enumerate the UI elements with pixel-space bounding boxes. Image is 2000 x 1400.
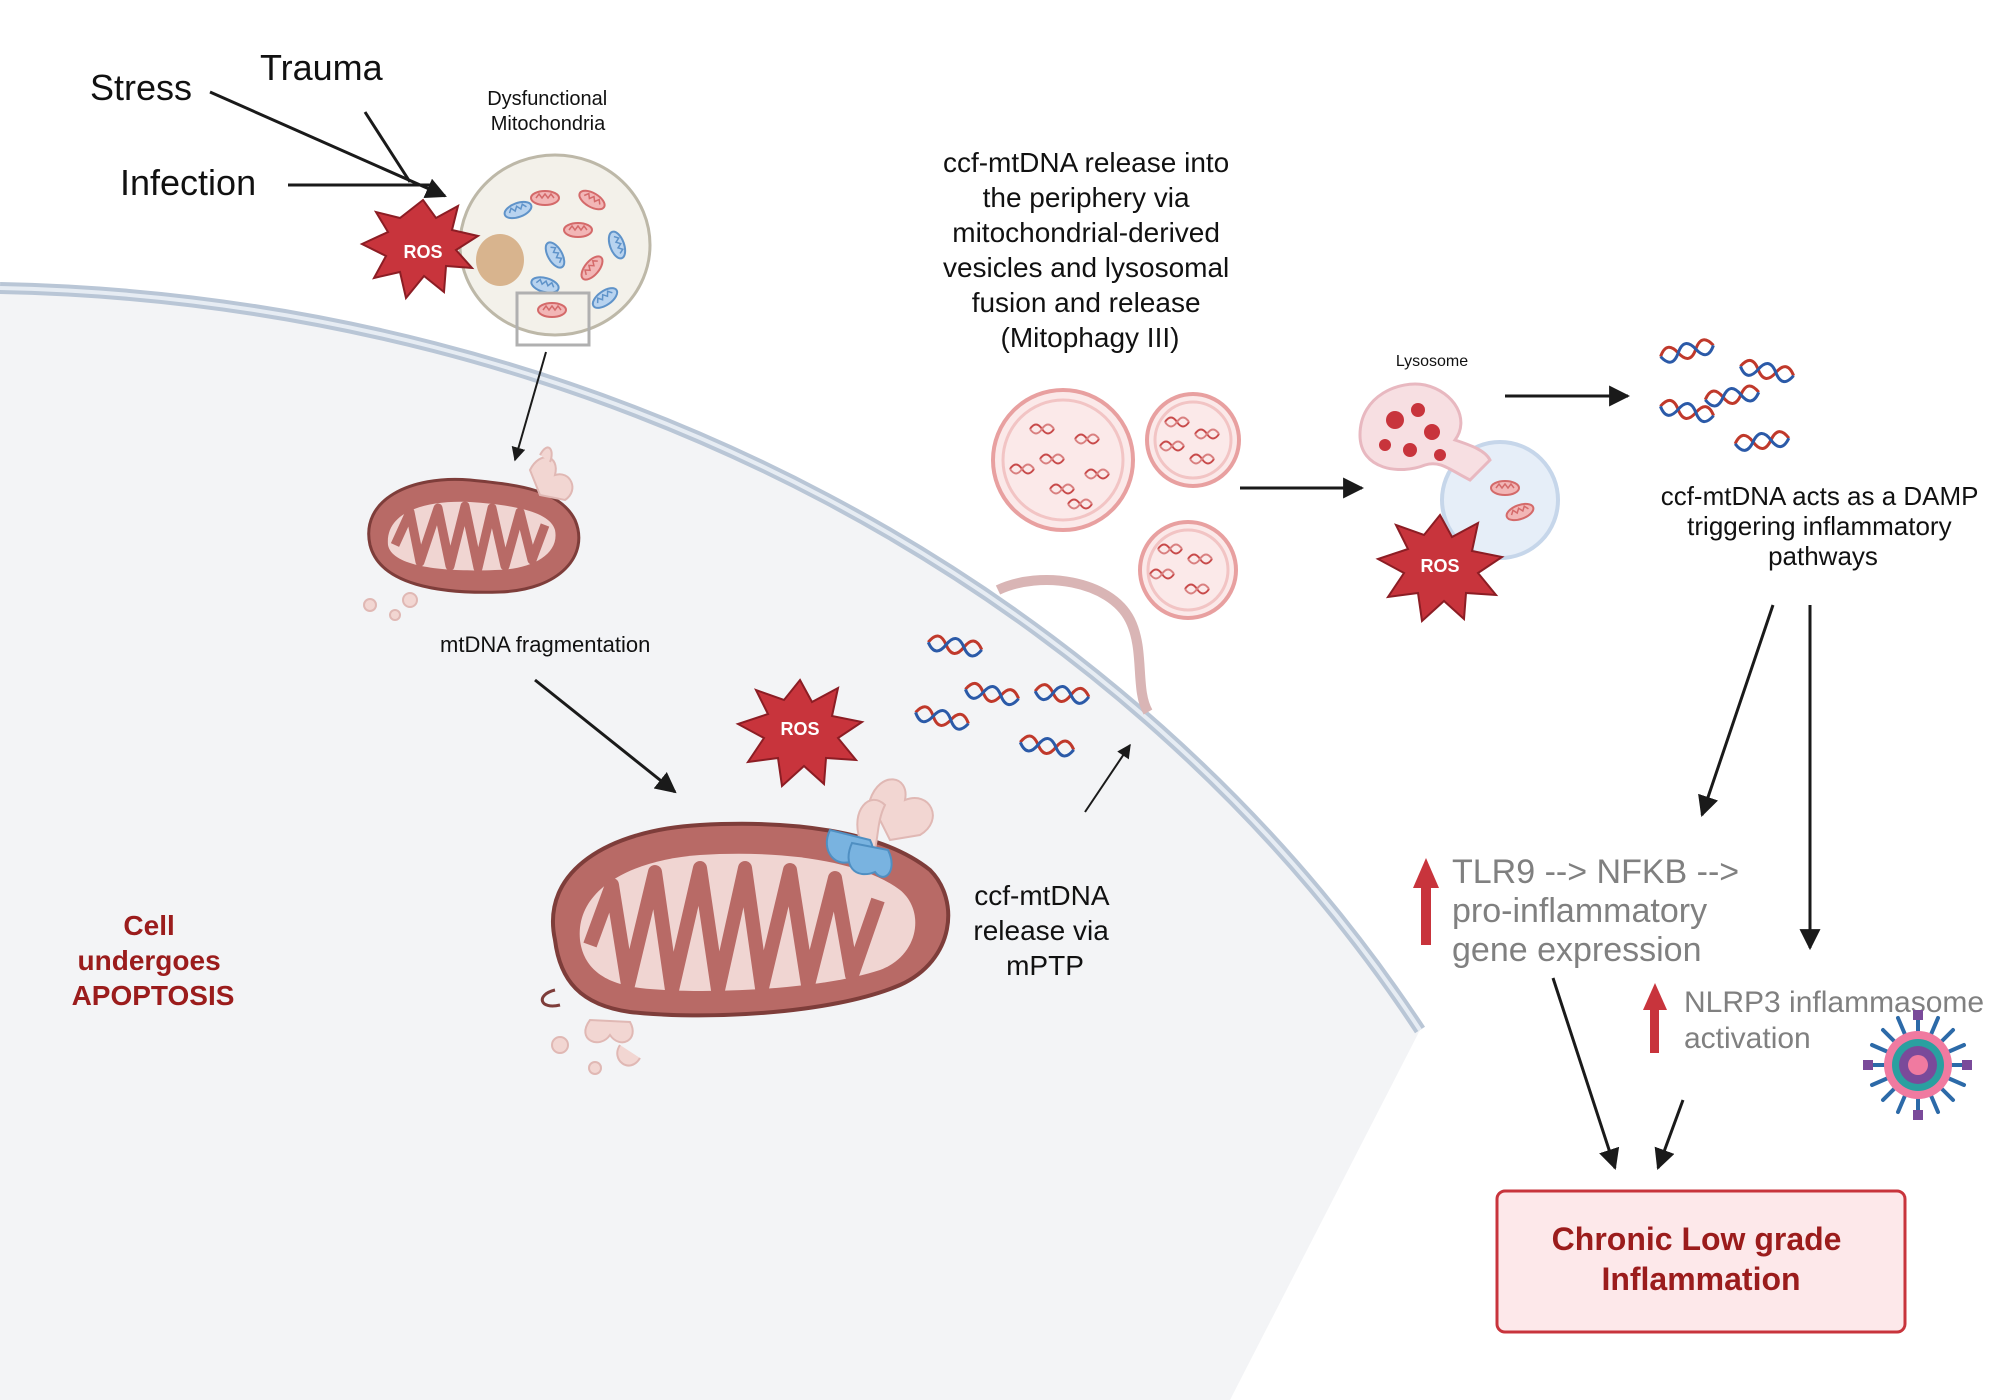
arrow-tlr9-to-outcome [1551,977,1620,1170]
exocytosis-membrane [995,575,1153,715]
svg-text:ROS: ROS [1420,556,1459,576]
trigger-trauma: Trauma [260,47,384,88]
nlrp3-label: NLRP3 inflammasome activation [1684,986,1992,1055]
lysosome-label: Lysosome [1396,353,1468,370]
outcome-box [1495,1189,1907,1334]
arrow-to-large-mito [534,678,677,794]
vesicle-bottom-right [1138,520,1238,620]
tlr9-label: TLR9 --> NFKB --> pro-inflammatory gene … [1452,853,1749,969]
svg-text:ROS: ROS [780,719,819,739]
trigger-stress: Stress [90,67,192,108]
lysosome-fusion-icon [1358,382,1560,560]
svg-text:ROS: ROS [403,242,442,262]
ros-burst-2: ROS [735,678,865,789]
ros-burst-1: ROS [359,198,481,301]
arrow-trauma [363,111,412,183]
outcome-label: Chronic Low grade Inflammation [1552,1221,1851,1297]
arrow-mtdna-out [1084,743,1131,813]
trigger-infection: Infection [120,162,256,203]
dysfunctional-mito-label: Dysfunctional Mitochondria [487,88,613,135]
arrow-nlrp3-to-outcome [1654,1099,1685,1170]
nlrp3-up-arrow [1643,983,1667,1053]
inflammasome-icon [1863,1010,1972,1120]
ros-burst-3: ROS [1375,513,1505,624]
vesicle-large [991,388,1135,532]
free-mtdna-cluster [1657,336,1797,453]
vesicle-top-right [1145,392,1241,488]
damp-label: ccf-mtDNA acts as a DAMP triggering infl… [1661,481,1986,571]
arrow-to-fragmentation [511,351,547,462]
mtdna-fragmentation-label: mtDNA fragmentation [440,632,650,657]
dysfunctional-cell-icon [458,153,652,347]
arrow-stress [209,90,447,198]
mptp-release-label: ccf-mtDNA release via mPTP [973,880,1116,981]
fragmented-mito-small [363,446,581,621]
tlr9-up-arrow [1413,858,1439,945]
large-mitochondrion [541,778,951,1075]
periphery-release-label: ccf-mtDNA release into the periphery via… [943,147,1237,353]
arrow-to-tlr9 [1698,604,1775,817]
apoptosis-label: Cell undergoes APOPTOSIS [72,910,235,1011]
